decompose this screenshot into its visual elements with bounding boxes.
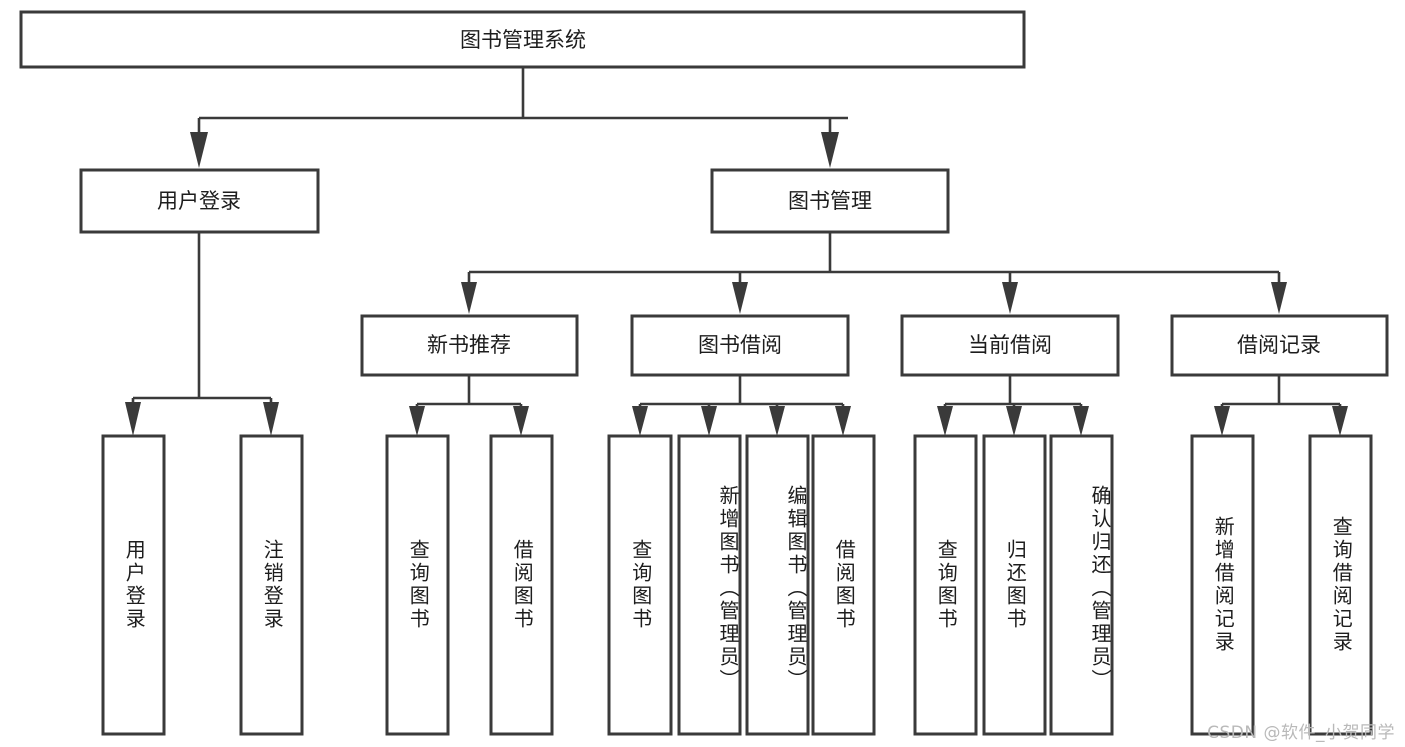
node-root[interactable]: 图书管理系统 [19, 10, 1026, 69]
node-leaf-1-box[interactable] [239, 434, 304, 736]
connector-group-l3-2 [937, 375, 1089, 436]
connector-group-l2-1 [461, 232, 1287, 314]
arrow-head-l3-3 [1271, 282, 1287, 314]
node-l3-0-label: 新书推荐 [427, 333, 511, 357]
arrow-head-leaf-3 [513, 406, 529, 436]
node-l3-2-label: 当前借阅 [968, 333, 1052, 357]
node-leaf-0-box[interactable] [101, 434, 166, 736]
node-leaf-11-box[interactable] [1190, 434, 1255, 736]
node-l2-1-box[interactable] [710, 168, 950, 234]
arrow-head-leaf-7 [835, 406, 851, 436]
node-l3-2[interactable]: 当前借阅 [900, 314, 1120, 377]
node-leaf-8-box[interactable] [913, 434, 978, 736]
node-l3-3-label: 借阅记录 [1237, 333, 1321, 357]
node-l3-1-box[interactable] [630, 314, 850, 377]
node-l3-0-box[interactable] [360, 314, 579, 377]
arrow-head-leaf-8 [937, 406, 953, 436]
node-root-label: 图书管理系统 [460, 28, 586, 52]
node-l2-0-label: 用户登录 [157, 189, 241, 213]
node-leaf-5-box[interactable] [677, 434, 742, 736]
arrow-head-leaf-1 [263, 402, 279, 436]
node-leaf-10-box[interactable] [1049, 434, 1114, 736]
arrow-head-leaf-11 [1214, 406, 1230, 436]
connector-group-root [190, 68, 848, 168]
arrow-head-leaf-6 [769, 406, 785, 436]
connector-group-l3-1 [632, 375, 851, 436]
node-l3-3-box[interactable] [1170, 314, 1389, 377]
node-leaf-4-box[interactable] [607, 434, 673, 736]
node-l2-1-label: 图书管理 [788, 189, 872, 213]
arrow-head-leaf-9 [1006, 406, 1022, 436]
node-leaf-12-box[interactable] [1308, 434, 1373, 736]
connector-group-l3-3 [1214, 375, 1348, 436]
arrow-head-l2-1 [821, 132, 839, 168]
node-l3-1-label: 图书借阅 [698, 333, 782, 357]
node-l2-0[interactable]: 用户登录 [79, 168, 320, 234]
arrow-head-l3-2 [1002, 282, 1018, 314]
leaf-boxes [101, 434, 1373, 736]
arrow-head-l3-1 [732, 282, 748, 314]
connector-group-l3-0 [409, 375, 529, 436]
node-leaf-7-box[interactable] [811, 434, 876, 736]
arrow-head-leaf-2 [409, 406, 425, 436]
arrow-head-leaf-5 [701, 406, 717, 436]
node-l2-0-box[interactable] [79, 168, 320, 234]
connector-group-l2-0 [125, 232, 279, 436]
arrow-head-leaf-4 [632, 406, 648, 436]
node-leaf-9-box[interactable] [982, 434, 1047, 736]
node-l3-2-box[interactable] [900, 314, 1120, 377]
csdn-watermark: CSDN @软件_小贺同学 [1207, 723, 1395, 743]
node-l3-3[interactable]: 借阅记录 [1170, 314, 1389, 377]
arrow-head-leaf-12 [1332, 406, 1348, 436]
arrow-head-l2-0 [190, 132, 208, 168]
node-root-box[interactable] [19, 10, 1026, 69]
node-l3-1[interactable]: 图书借阅 [630, 314, 850, 377]
node-leaf-6-box[interactable] [745, 434, 810, 736]
node-l3-0[interactable]: 新书推荐 [360, 314, 579, 377]
arrow-head-leaf-10 [1073, 406, 1089, 436]
arrow-head-l3-0 [461, 282, 477, 314]
arrow-head-leaf-0 [125, 402, 141, 436]
node-leaf-2-box[interactable] [385, 434, 450, 736]
node-leaf-3-box[interactable] [489, 434, 554, 736]
node-l2-1[interactable]: 图书管理 [710, 168, 950, 234]
